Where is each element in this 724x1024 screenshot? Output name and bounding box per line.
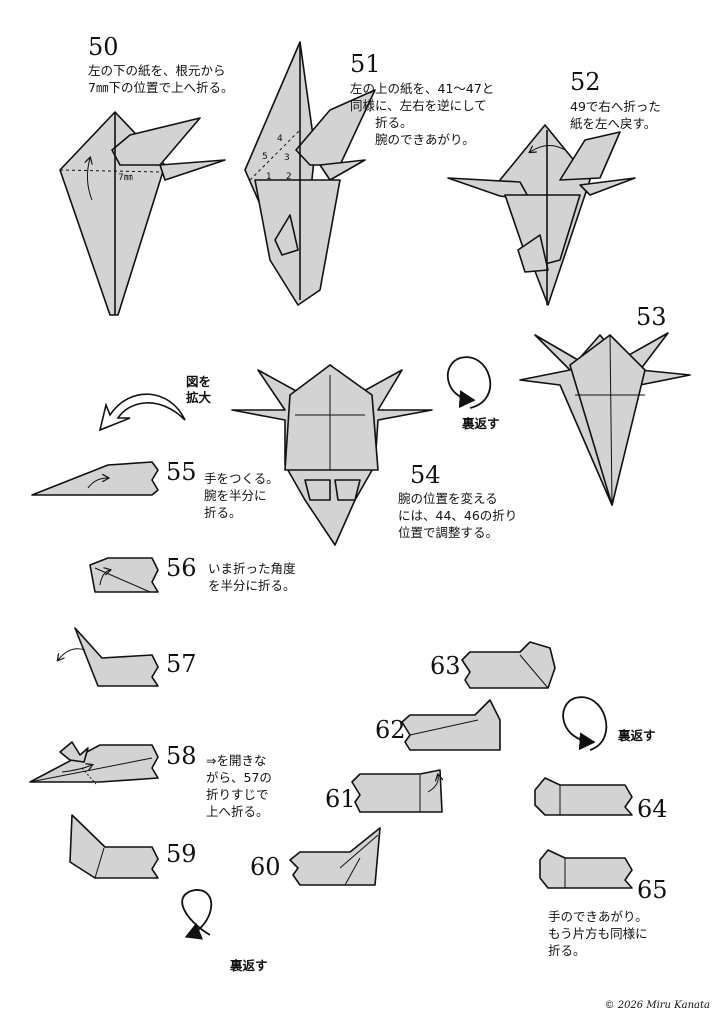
turn-over-arrows [181,356,608,940]
step-caption: いま折った角度 を半分に折る。 [208,561,296,593]
step-65-figure [539,849,633,889]
step-number: 61 [325,785,356,813]
step-number: 62 [375,716,406,744]
enlarge-arrow-icon [98,393,186,432]
step-60-figure [289,827,381,886]
turn-over-arrow-icon [562,696,608,751]
step-61-figure [351,769,442,813]
step-number: 56 [166,554,197,582]
copyright: © 2026 Miru Kanata [604,1000,710,1011]
step-56-figure [89,557,159,593]
step-58-figure [29,741,159,785]
step-caption: 左の上の紙を、41〜47と 同様に、左右を逆にして 折る。 腕のできあがり。 [350,81,495,147]
step-number: 65 [637,876,668,904]
step-caption: 49で右へ折った 紙を左へ戻す。 [570,99,661,131]
step-number: 51 [350,50,381,78]
step-number: 64 [637,795,668,823]
step-53-figure [519,332,691,506]
measurement-label: 7㎜ [118,173,133,183]
mark-label: 2 [286,172,292,182]
step-number: 52 [570,68,601,96]
step-number: 55 [166,458,197,486]
step-52-figure [447,124,636,306]
step-number: 59 [166,840,197,868]
mark-label: 4 [277,134,283,144]
step-number: 58 [166,742,197,770]
step-64-figure [534,777,633,816]
step-caption: 左の下の紙を、根元から 7㎜下の位置で上へ折る。 [88,63,234,95]
step-number: 57 [166,650,197,678]
step-caption: 手をつくる。 腕を半分に 折る。 [204,471,279,520]
step-55-figure [31,461,159,496]
enlarge-label: 図を 拡大 [186,374,212,405]
step-number: 53 [636,303,667,331]
step-59-figure [69,814,159,879]
mark-label: 5 [262,152,268,162]
turn-over-label: 裏返す [462,416,500,431]
step-62-figure [401,699,501,751]
turn-over-label: 裏返す [618,728,656,743]
step-50-figure [59,111,226,316]
step-caption: 手のできあがり。 もう片方も同様に 折る。 [548,909,648,958]
step-caption: 腕の位置を変える には、44、46の折り 位置で調整する。 [398,491,518,540]
turn-over-arrow-icon [181,889,213,940]
step-54-figure [231,364,433,546]
step-caption: ⇒を開きな がら、57の 折りすじで 上へ折る。 [206,753,272,819]
mark-label: 3 [284,153,290,163]
mark-label: 1 [266,172,272,182]
step-number: 63 [430,652,461,680]
step-number: 50 [88,33,119,61]
turn-over-label: 裏返す [230,958,268,973]
step-63-figure [461,641,556,689]
step-number: 60 [250,853,281,881]
step-51-figure [244,41,376,306]
step-number: 54 [410,461,441,489]
turn-over-arrow-icon [446,356,491,409]
step-57-figure [58,627,159,687]
